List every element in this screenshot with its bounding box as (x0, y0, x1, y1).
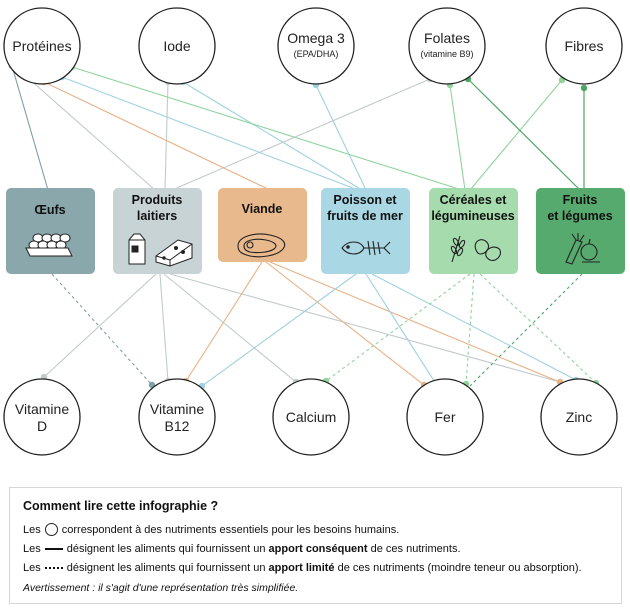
nutrient-label: Omega 3 (287, 30, 345, 46)
nutrient-omega3: Omega 3 (EPA/DHA) (277, 7, 355, 85)
line-poisson-omega3 (315, 84, 367, 191)
category-label: Céréales et (440, 193, 508, 207)
grain-bean-icon (450, 235, 501, 263)
nutrient-calcium: Calcium (272, 378, 350, 456)
nutrient-label: Calcium (286, 409, 337, 425)
legend-bold: apport conséquent (268, 543, 368, 555)
nutrient-label: Folates (424, 30, 470, 46)
nutrient-vitamine-b12: Vitamine B12 (138, 378, 216, 456)
fruits-vegetables-icon (565, 233, 600, 265)
line-viande-zinc (269, 261, 563, 384)
nutrient-vitamine-d: Vitamine D (3, 378, 81, 456)
legend-prefix: Les (23, 523, 41, 536)
line-laitiers-zinc (169, 273, 561, 383)
legend-text: désignent les aliments qui fournissent u… (66, 562, 266, 574)
line-oeufs-b12 (51, 273, 153, 386)
nutrient-label: Protéines (12, 38, 71, 54)
connection-lines (11, 65, 597, 387)
circle-symbol-icon (44, 523, 58, 536)
category-cereales: Céréales et légumineuses (429, 188, 518, 274)
legend-row-dotted: Les désignent les aliments qui fournisse… (23, 562, 582, 574)
nutrient-sublabel: (vitamine B9) (420, 49, 473, 59)
legend-prefix: Les (23, 562, 41, 574)
line-viande-proteines (43, 81, 271, 191)
category-label: fruits de mer (327, 209, 403, 223)
line-cereales-zinc (479, 273, 597, 384)
nutrient-fibres: Fibres (545, 7, 623, 85)
nutrient-label: Vitamine (150, 401, 204, 417)
line-cereales-proteines (71, 66, 463, 191)
category-produits-laitiers: Produits laitiers (113, 188, 202, 274)
nutrient-iode: Iode (138, 7, 216, 85)
legend-warning: Avertissement : il s'agit d'une représen… (23, 582, 299, 594)
nutrient-label: D (37, 418, 47, 434)
category-label: Produits (132, 193, 183, 207)
legend-row-circle: Les correspondent à des nutriments essen… (23, 523, 399, 536)
line-poisson-iode (182, 81, 363, 191)
dotted-line-icon (44, 567, 63, 569)
line-laitiers-calcium (163, 273, 297, 383)
dairy-products-icon (128, 233, 193, 267)
fish-bone-icon (341, 240, 391, 256)
legend-text: correspondent à des nutriments essentiel… (61, 523, 400, 536)
nutrients-top: Protéines Iode Omega 3 (EPA/DHA) Folates… (3, 7, 623, 85)
line-poisson-fer (365, 273, 437, 385)
nutrient-label: Zinc (566, 409, 592, 425)
category-label: Viande (242, 202, 283, 216)
nutrient-folates: Folates (vitamine B9) (408, 7, 486, 85)
category-fruits-legumes: Fruits et légumes (536, 188, 625, 274)
category-poisson: Poisson et fruits de mer (321, 188, 410, 274)
category-label: légumineuses (431, 209, 514, 223)
nutrient-fer: Fer (406, 378, 484, 456)
line-fruits-fer (469, 273, 583, 387)
nutrient-label: Iode (163, 38, 190, 54)
dot (580, 84, 588, 92)
category-label: Fruits (563, 193, 598, 207)
line-viande-fer (265, 261, 425, 386)
category-viande: Viande (218, 188, 307, 262)
solid-line-icon (44, 548, 63, 550)
category-label: Œufs (34, 203, 65, 217)
line-laitiers-vitd (43, 273, 157, 378)
category-label: laitiers (137, 209, 177, 223)
legend-text: de ces nutriments (moindre teneur ou abs… (337, 562, 582, 574)
nutrient-label: Fibres (565, 38, 604, 54)
legend-panel: Comment lire cette infographie ? Les cor… (9, 487, 622, 604)
nutrient-label: B12 (165, 418, 190, 434)
line-viande-b12 (185, 261, 263, 382)
nutrient-zinc: Zinc (540, 378, 618, 456)
nutrient-label: Fer (435, 409, 456, 425)
food-categories: Œufs Produits laitiers (6, 188, 625, 274)
line-poisson-b12 (201, 273, 357, 387)
category-label: Poisson et (333, 193, 397, 207)
nutrient-sublabel: (EPA/DHA) (294, 49, 339, 59)
category-label: et légumes (547, 209, 612, 223)
line-poisson-proteines (61, 76, 359, 191)
line-oeufs-proteines (11, 65, 49, 191)
line-cereales-folates (449, 84, 466, 191)
legend-text: de ces nutriments. (370, 543, 461, 555)
line-poisson-zinc (371, 273, 577, 381)
nutrient-proteines: Protéines (3, 7, 81, 85)
egg-carton-icon (25, 233, 73, 257)
nutrient-label: Vitamine (15, 401, 69, 417)
category-oeufs: Œufs (6, 188, 95, 274)
line-laitiers-folates (171, 78, 431, 191)
legend-prefix: Les (23, 543, 41, 555)
steak-icon (237, 233, 286, 258)
legend-title: Comment lire cette infographie ? (23, 499, 219, 513)
legend-bold: apport limité (268, 562, 335, 574)
line-cereales-fibres (469, 79, 563, 191)
line-cereales-fer (465, 273, 475, 385)
legend-row-solid: Les désignent les aliments qui fournisse… (23, 543, 461, 555)
line-laitiers-iode (164, 81, 169, 191)
line-fruits-folates (467, 78, 581, 191)
legend-text: désignent les aliments qui fournissent u… (66, 543, 266, 555)
line-laitiers-b12 (159, 273, 169, 382)
line-laitiers-proteines (27, 77, 156, 191)
nutrients-bottom: Vitamine D Vitamine B12 Calcium Fer Zinc (3, 378, 618, 456)
